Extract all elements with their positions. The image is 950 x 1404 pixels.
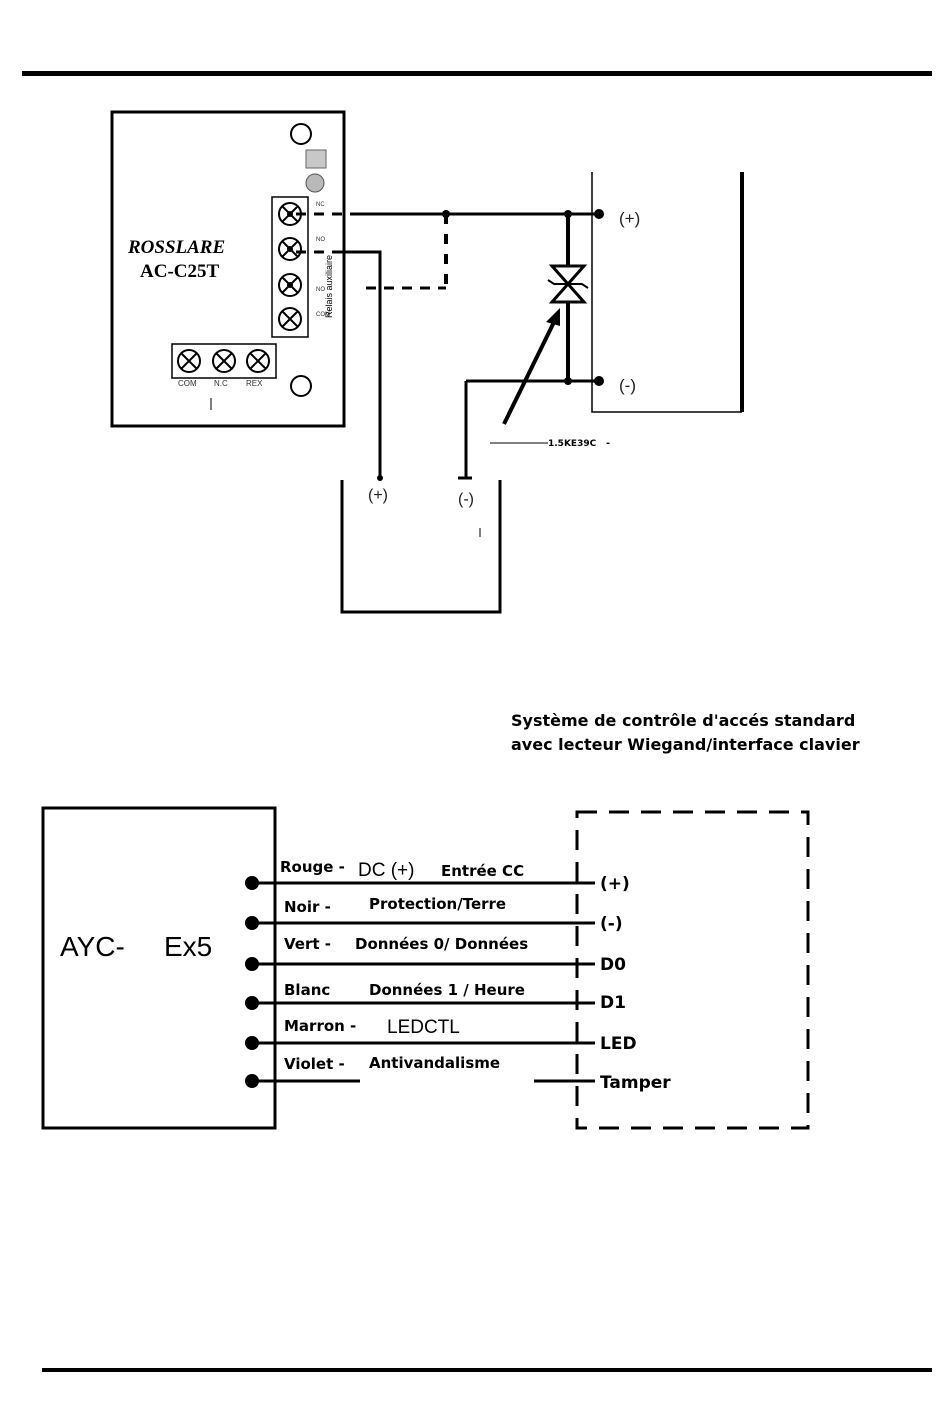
power-supply: (+) (-) [340,480,502,614]
reader-box [41,806,277,1130]
wire-terminal-label: (-) [600,914,623,934]
controller-model: AC-C25T [140,261,219,282]
controller-interface [575,810,810,1130]
wire-row-5: Marron - LEDCTL LED [245,1017,637,1054]
relay-wiring [296,210,598,481]
wire-row-3: Vert - Données 0/ Données D0 [245,935,626,975]
relay-terminal-block [271,196,309,338]
controller-board: ROSSLARE AC-C25T NC NO NO [110,110,346,428]
lock-box-outline [591,172,742,413]
input-terminal-com [177,349,201,373]
wire-color-label: Vert - [284,935,331,953]
relay-label: Relais auxiliaire [324,255,334,318]
controller-brand: ROSSLARE [127,237,225,258]
wire-node [245,916,259,930]
psu-outline [340,480,502,614]
lock-terminal-plus-dot [594,209,604,219]
wire-function-label: Protection/Terre [369,895,506,913]
mounting-hole-top [290,123,312,145]
bottom-rule [42,1368,932,1372]
wire-row-4: Blanc Données 1 / Heure D1 [245,981,626,1013]
wire-function-label: Antivandalisme [369,1054,500,1072]
relay-terminal-3 [278,273,302,297]
status-square-led [305,149,327,169]
diode-arrow-head [546,308,560,326]
input-terminal-rex [246,349,270,373]
reader-name-suffix: Ex5 [164,931,212,962]
wire-function-label: Données 0/ Données [355,935,528,953]
input-terminal-nc [212,349,236,373]
wire-terminal-label: D0 [600,955,626,975]
lock-terminal-minus-dot [594,376,604,386]
lock-terminal-plus: (+) [619,209,640,228]
wire-function-label: Données 1 / Heure [369,981,525,999]
relay-pin-label-4: COM [316,312,330,318]
relay-terminal-2 [278,237,302,261]
wire-node [245,1036,259,1050]
wire-node [245,1074,259,1088]
wire-color-label: Rouge - [280,858,345,876]
top-rule [22,71,932,76]
psu-plus-wire [340,250,382,480]
psu-terminal-plus: (+) [368,487,388,504]
psu-terminal-minus: (-) [458,491,474,508]
wire-node [245,957,259,971]
status-round-led [305,173,325,193]
relay-pin-label-2: NO [316,237,325,243]
wire-color-label: Blanc [284,981,330,999]
reader-unit: AYC- Ex5 [41,806,277,1130]
diode-arrow-shaft [502,317,558,425]
diode-label: 1.5KE39C [548,439,597,449]
wire-function-label: DC (+) [358,860,414,881]
terminal-label-rex: REX [246,379,263,388]
relay-terminal-4 [278,307,302,331]
psu-plus-node [377,475,383,481]
wire-row-6: Violet - Antivandalisme Tamper [245,1054,671,1093]
wire-color-label: Noir - [284,898,331,916]
lock-terminal-minus: (-) [619,376,636,395]
wire-node [245,876,259,890]
controller-outline [110,110,346,428]
caption-line-1: Système de contrôle d'accés standard [511,711,855,730]
wire-terminal-label: Tamper [600,1073,671,1093]
tvs-diode [458,210,598,480]
wire-terminal-label: (+) [600,874,630,894]
lock-device: (+) (-) [591,172,744,413]
wire-row-1: Rouge - DC (+) Entrée CC (+) [245,858,630,894]
wire-terminal-label: LED [600,1034,637,1054]
wire-node [245,996,259,1010]
mounting-hole-bottom [290,375,312,397]
caption-line-2: avec lecteur Wiegand/interface clavier [511,735,860,754]
wire-function-label: LEDCTL [387,1017,460,1038]
terminal-label-com: COM [178,379,197,388]
wire-function-extra: Entrée CC [441,862,524,880]
terminal-label-nc: N.C [214,379,228,388]
relay-pin-label-3: NO [316,287,325,293]
relay-pin-label-1: NC [316,202,325,208]
diode-callout: 1.5KE39C - [490,308,610,449]
wire-row-2: Noir - Protection/Terre (-) [245,895,623,934]
wire-terminal-label: D1 [600,993,626,1013]
input-terminal-block [171,343,277,379]
reader-name-prefix: AYC- [60,931,125,962]
controller-interface-box [575,810,810,1130]
wire-color-label: Marron - [284,1017,356,1035]
diode-label-dash: - [606,438,610,449]
wire-color-label: Violet - [284,1055,345,1073]
